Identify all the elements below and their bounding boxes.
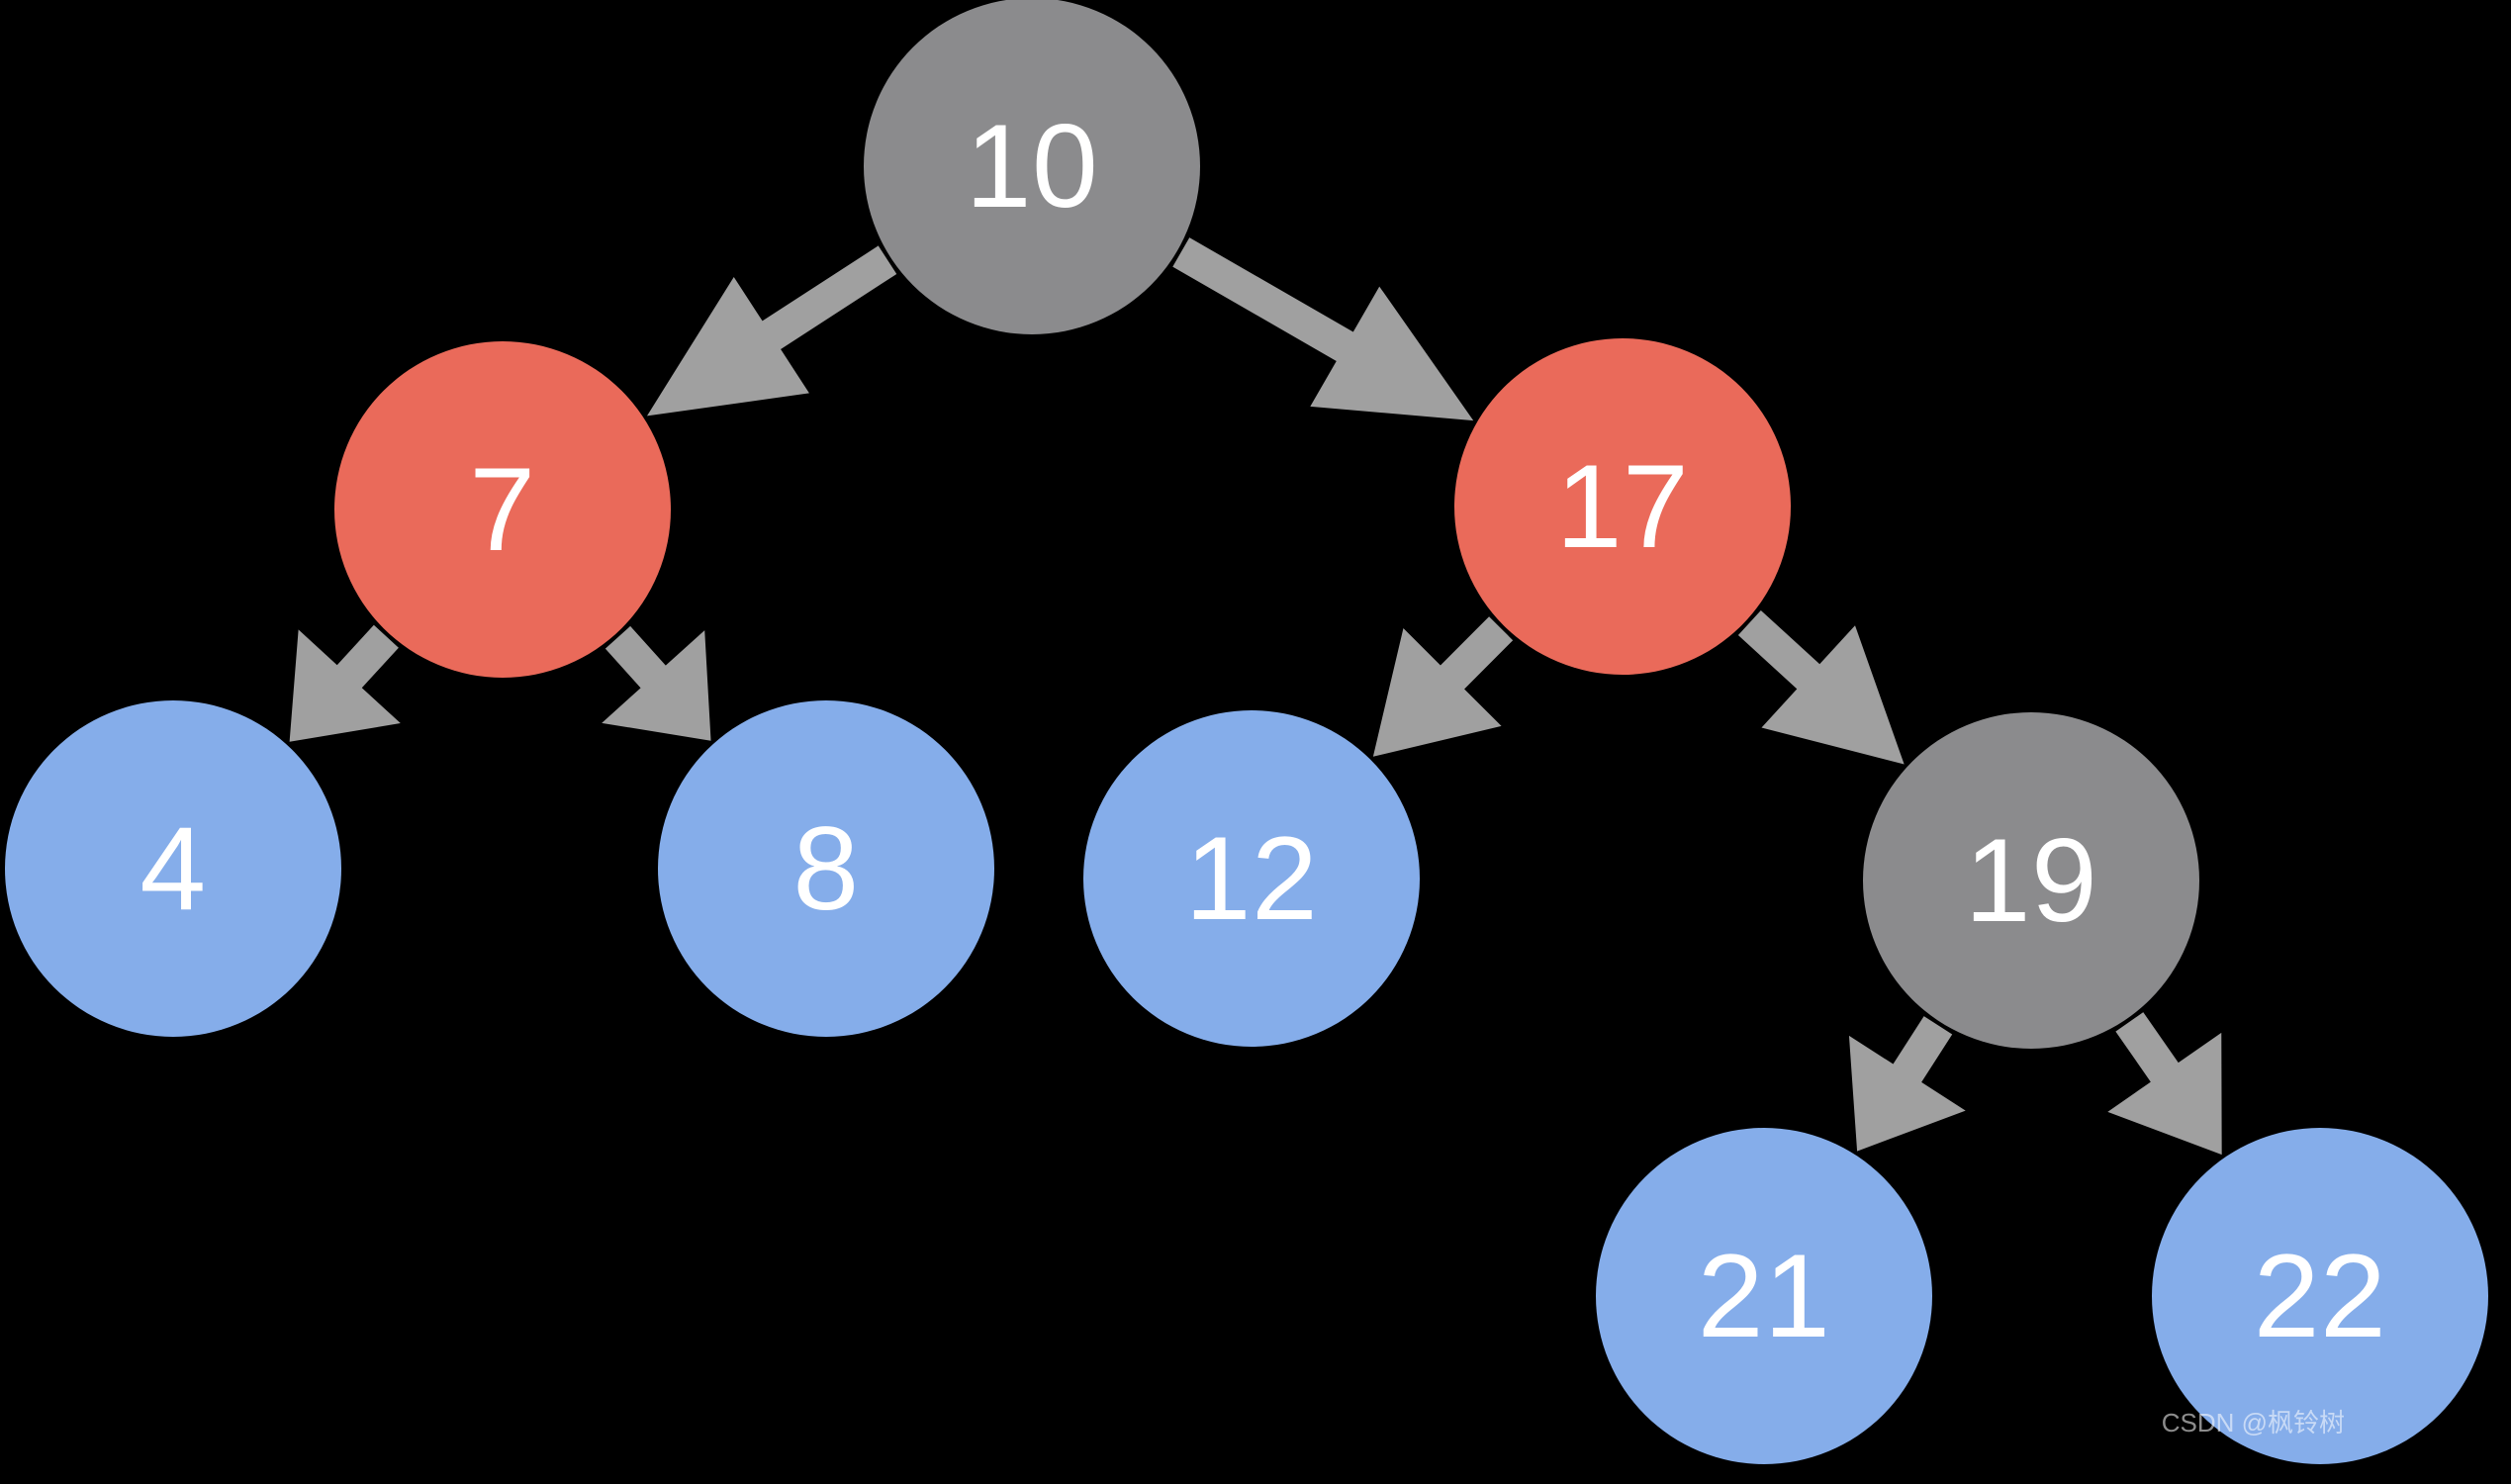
tree-node-10[interactable]: 10 [864,0,1200,334]
tree-node-12[interactable]: 12 [1083,710,1420,1047]
tree-node-label: 17 [1555,440,1690,573]
tree-edge-7-to-8 [602,625,711,741]
tree-node-4[interactable]: 4 [5,700,341,1037]
tree-node-label: 4 [140,802,207,935]
csdn-watermark: CSDN @枫铃树 [2161,1408,2345,1438]
tree-edge-19-to-21 [1848,1016,1966,1152]
tree-edge-19-to-22 [2107,1012,2222,1156]
tree-edge-17-to-12 [1372,616,1514,757]
tree-node-label: 22 [2253,1230,2387,1362]
tree-node-8[interactable]: 8 [658,700,994,1037]
tree-node-17[interactable]: 17 [1454,338,1791,675]
tree-node-label: 21 [1697,1230,1831,1362]
tree-edge-17-to-19 [1737,609,1905,765]
tree-node-7[interactable]: 7 [334,341,671,678]
tree-node-19[interactable]: 19 [1863,712,2199,1049]
tree-node-21[interactable]: 21 [1596,1128,1932,1464]
tree-node-22[interactable]: 22 [2152,1128,2488,1464]
tree-node-label: 8 [792,802,860,935]
tree-node-label: 7 [469,443,536,576]
tree-edge-10-to-7 [646,245,897,417]
tree-edge-7-to-4 [289,624,401,742]
tree-node-label: 19 [1964,814,2098,947]
tree-node-label: 10 [965,100,1099,232]
tree-edge-10-to-17 [1172,237,1474,421]
tree-node-label: 12 [1184,812,1319,945]
